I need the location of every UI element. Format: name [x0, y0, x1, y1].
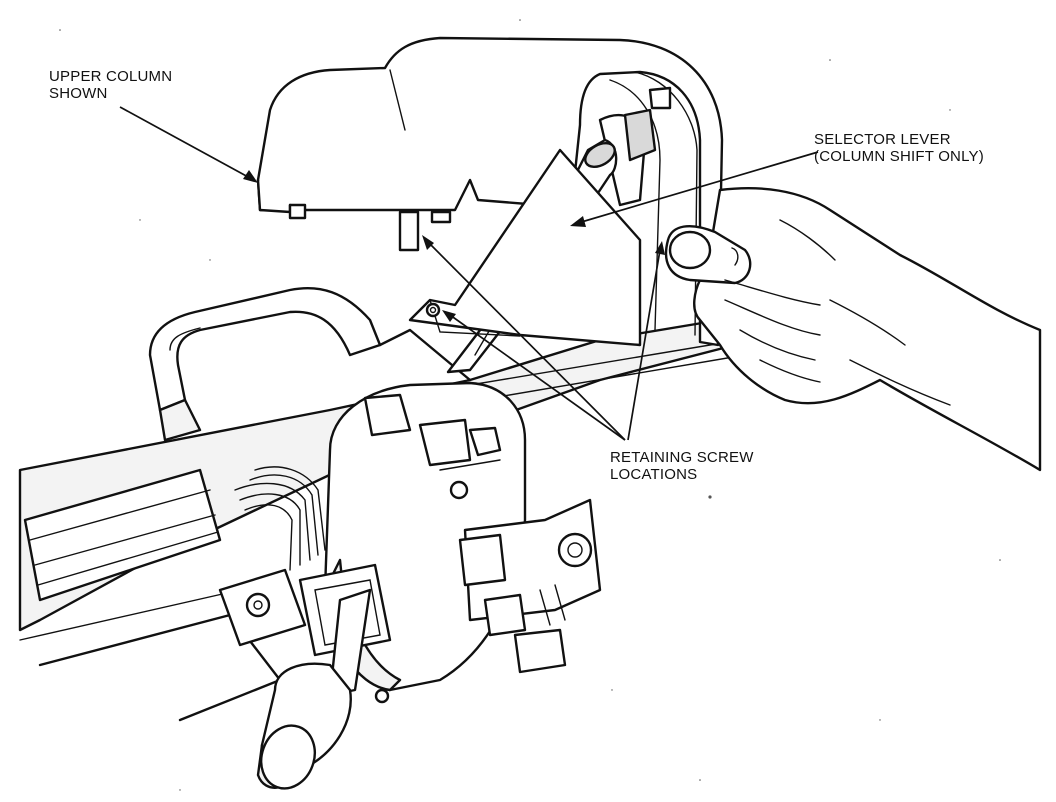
label-upper-column: UPPER COLUMN SHOWN [49, 68, 172, 102]
label-retaining-screw-locations: RETAINING SCREW LOCATIONS [610, 449, 754, 483]
switch-assembly [218, 381, 602, 704]
label-selector-lever-line1: SELECTOR LEVER [814, 131, 951, 148]
hand [664, 187, 1042, 472]
label-upper-column-line2: SHOWN [49, 85, 108, 102]
label-upper-column-line1: UPPER COLUMN [49, 68, 173, 85]
label-selector-lever-line2: (COLUMN SHIFT ONLY) [814, 148, 984, 165]
upper-shroud [256, 36, 724, 347]
turn-signal-lever [256, 588, 372, 790]
scan-speckles [59, 19, 1001, 791]
leader-lines [119, 106, 819, 441]
label-selector-lever: SELECTOR LEVER (COLUMN SHIFT ONLY) [814, 131, 984, 165]
wiring-harness [234, 466, 326, 571]
lower-shroud [148, 286, 472, 442]
label-retaining-screw-line2: LOCATIONS [610, 466, 698, 483]
label-retaining-screw-line1: RETAINING SCREW [610, 449, 754, 466]
trim-panel [408, 148, 642, 347]
